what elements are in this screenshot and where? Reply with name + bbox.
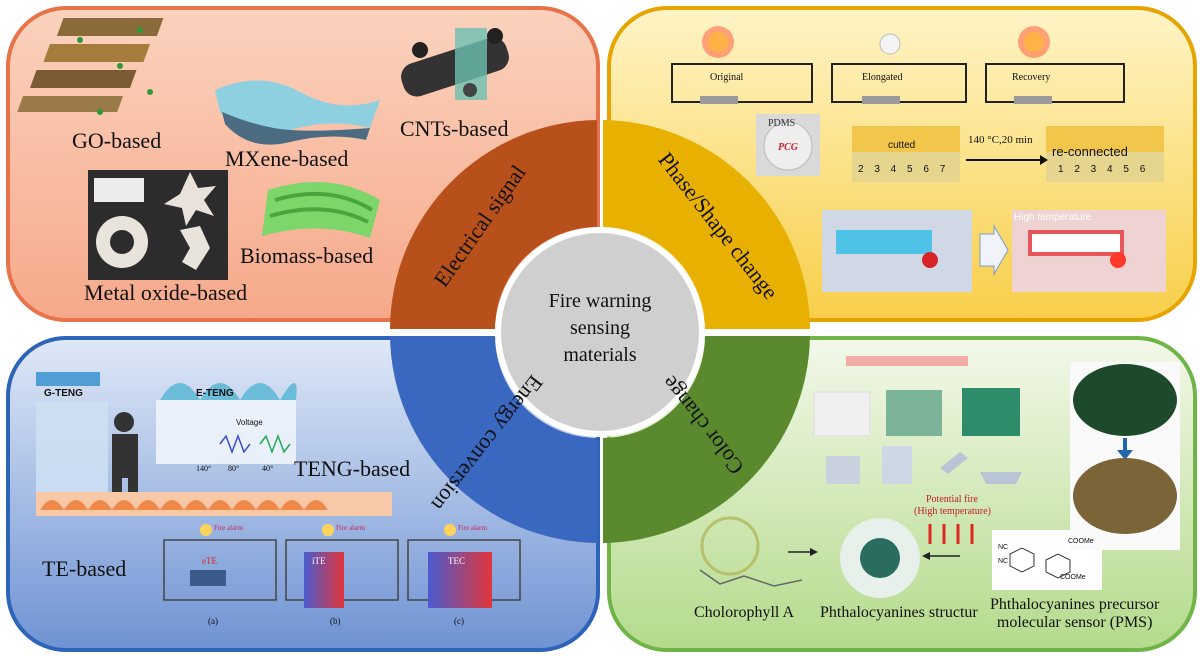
cell-label-tec: TEC [448,556,465,566]
label-temp-80: 80° [228,464,240,473]
label-pms-line2: molecular sensor (PMS) [996,614,1153,631]
label-reconnected: re-connected [1052,144,1128,159]
formula-coome2: COOMe [1060,574,1086,581]
label-metal-oxide-based: Metal oxide-based [84,280,248,305]
ruler-strips-image [852,126,1164,182]
fire-arrows [928,524,974,544]
quadrant-phase [603,120,810,329]
label-e-teng: E-TENG [196,388,234,399]
fire-strip [36,492,392,516]
pcg-disc-image [756,114,820,176]
ruler-left-ticks: 2 3 4 5 6 7 [858,164,950,175]
label-te-based: TE-based [42,556,127,581]
g-teng-device [36,372,108,492]
label-biomass-based: Biomass-based [240,243,374,268]
circuit-elongated [831,33,967,104]
label-recovery: Recovery [1012,72,1051,83]
quadrant-electrical [390,120,597,329]
label-potential-fire: Potential fire [926,494,978,505]
cell-caption-a: (a) [208,616,218,626]
label-teng-based: TENG-based [294,456,411,481]
label-high-temperature-fire: (High temperature) [914,506,991,517]
cell-caption-c: (c) [454,616,464,626]
cnt-image [401,28,509,100]
label-g-teng: G-TENG [44,388,83,399]
label-pcg: PCG [778,142,798,153]
building-icons [826,446,1022,484]
go-layers-image [17,18,164,115]
ruler-right-ticks: 1 2 3 4 5 6 [1058,164,1150,175]
cell-caption-b: (b) [330,616,341,626]
center-ring [390,120,810,543]
label-go-based: GO-based [72,128,162,153]
cell-label-ite: iTE [312,556,326,566]
te-cells [163,524,521,608]
center-title-line1: Fire warning [548,290,652,312]
formula-nc2: NC [998,558,1009,565]
label-voltage: Voltage [236,418,263,427]
label-mxene-based: MXene-based [225,146,349,171]
label-original: Original [710,72,744,83]
label-heating-condition: 140 °C,20 min [968,134,1033,146]
quadrant-energy [390,336,597,543]
label-pdms: PDMS [768,118,796,129]
center-title-line2: sensing [570,317,630,339]
bulb-text-a: Fire alarm [214,524,243,532]
label-pms-line1: Phthalocyanines precursor [990,596,1160,613]
phthalocyanine-molecule [840,518,960,598]
label-phthalocyanines-structur: Phthalocyanines structur [820,604,978,621]
bulb-text-c: Fire alarm [458,524,487,532]
bulb-text-b: Fire alarm [336,524,365,532]
circuit-recovery [985,26,1125,104]
label-elongated: Elongated [862,72,903,83]
circuit-original [671,26,813,104]
label-cutted: cutted [888,140,916,151]
center-title-line3: materials [563,344,637,366]
label-temp-40: 40° [262,464,274,473]
e-teng-device [156,383,297,464]
heating-demo-image [822,210,1166,292]
label-cnts-based: CNTs-based [400,116,509,141]
coated-discs [1070,362,1180,550]
formula-coome1: COOMe [1068,538,1094,545]
quadrant-color [603,336,810,543]
biomass-weave-image [262,182,380,238]
center-title: Fire warning sensing materials [500,288,700,369]
formula-nc1: NC [998,544,1009,551]
cell-label-ete: eTE [202,556,217,566]
label-high-temperature: High temperature [1014,212,1092,223]
mxene-sheet-image [215,80,380,145]
metal-oxide-image [88,170,228,280]
label-pms: Phthalocyanines precursor molecular sens… [990,596,1159,632]
color-change-samples [813,356,1020,437]
chlorophyll-molecule [699,516,818,587]
center-circle [495,227,705,437]
label-temp-140: 140° [196,464,212,473]
label-chlorophyll: Cholorophyll A [694,604,795,621]
